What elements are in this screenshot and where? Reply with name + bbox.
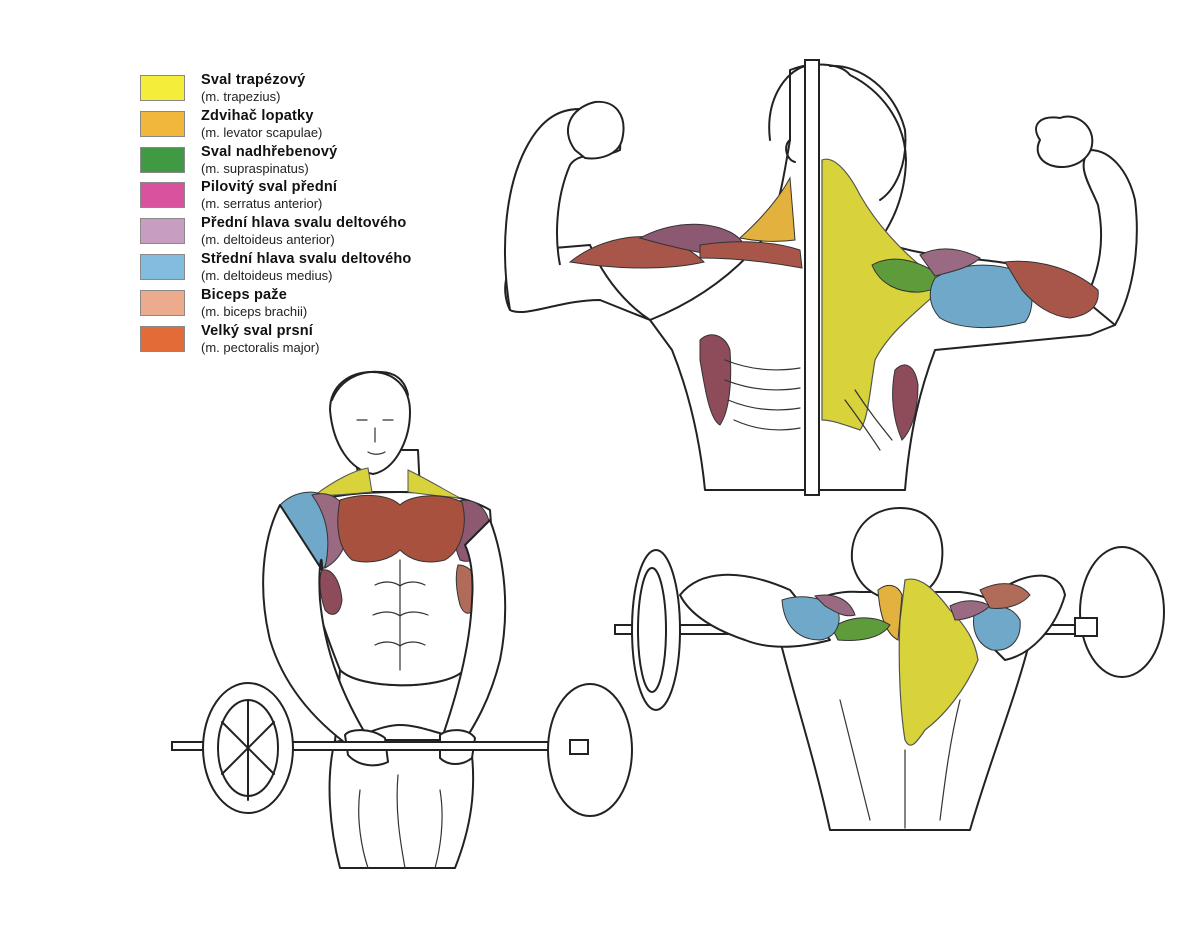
legend-latin: (m. supraspinatus)	[201, 160, 309, 176]
rear-plate-left-inner	[637, 567, 667, 693]
deltoid-rear-left-post	[813, 594, 856, 617]
legend-label: Zdvihač lopatky	[201, 107, 314, 124]
legend-swatch	[140, 218, 185, 245]
front-plate-left-spokes	[221, 699, 275, 801]
legend-item-trapezius: Sval trapézový (m. trapezius)	[140, 72, 500, 108]
legend-swatch	[140, 253, 185, 280]
legend-swatch	[140, 325, 185, 352]
right-fist	[1035, 115, 1094, 168]
legend-label: Biceps paže	[201, 286, 288, 303]
legend-item-deltoid-medius: Střední hlava svalu deltového (m. deltoi…	[140, 251, 500, 287]
trapezius-back	[821, 158, 946, 431]
right-triceps	[1004, 260, 1099, 319]
legend-item-pectoralis-major: Velký sval prsní (m. pectoralis major)	[140, 323, 500, 359]
legend-swatch	[140, 182, 185, 209]
legend-item-serratus-anterior: Pilovitý sval přední (m. serratus anteri…	[140, 179, 500, 215]
legend-label: Přední hlava svalu deltového	[201, 215, 407, 232]
divider-bar	[804, 59, 820, 496]
legend-swatch	[140, 289, 185, 316]
front-collar-right	[569, 739, 589, 755]
deltoid-rear-left	[781, 596, 840, 641]
levator-rear	[877, 584, 903, 641]
legend-label: Střední hlava svalu deltového	[201, 250, 412, 267]
pectoralis-major	[337, 495, 465, 563]
legend-label: Sval trapézový	[201, 72, 306, 88]
deltoid-posterior-back	[919, 248, 981, 277]
left-fist	[566, 100, 625, 160]
legend-latin: (m. pectoralis major)	[201, 339, 320, 355]
right-serratus	[892, 364, 919, 441]
legend-item-deltoid-anterior: Přední hlava svalu deltového (m. deltoid…	[140, 215, 500, 251]
muscle-legend: Sval trapézový (m. trapezius) Zdvihač lo…	[140, 72, 500, 358]
legend-label: Pilovitý sval přední	[201, 179, 338, 196]
legend-label: Sval nadhřebenový	[201, 143, 338, 160]
legend-latin: (m. deltoideus medius)	[201, 267, 333, 283]
legend-latin: (m. deltoideus anterior)	[201, 232, 335, 248]
leg-lines	[358, 774, 443, 869]
front-plate-right	[547, 683, 633, 817]
legend-swatch	[140, 75, 185, 101]
left-serratus	[699, 334, 732, 426]
legend-latin: (m. serratus anterior)	[201, 196, 323, 212]
rear-back-lines	[839, 699, 961, 829]
legend-item-levator-scapulae: Zdvihač lopatky (m. levator scapulae)	[140, 108, 500, 144]
legend-item-supraspinatus: Sval nadhřebenový (m. supraspinatus)	[140, 144, 500, 180]
legend-swatch	[140, 110, 185, 137]
hairline	[331, 370, 409, 401]
deltoid-medius-back	[929, 264, 1033, 329]
left-infraspinatus	[699, 241, 803, 269]
face-features	[356, 419, 394, 455]
rear-view-figure	[614, 507, 1165, 831]
legend-latin: (m. biceps brachii)	[201, 303, 308, 319]
legend-swatch	[140, 146, 185, 173]
rear-collar-right	[1074, 617, 1098, 637]
legend-item-biceps: Biceps paže (m. biceps brachii)	[140, 287, 500, 323]
rear-plate-right	[1079, 546, 1165, 678]
rear-plate-left	[631, 549, 681, 711]
legs	[328, 739, 475, 869]
rear-right-arm-muscle	[979, 583, 1031, 609]
trapezius-rear	[898, 578, 979, 746]
legend-latin: (m. trapezius)	[201, 89, 281, 104]
back-ribs	[724, 359, 893, 451]
head-outline	[768, 64, 907, 201]
abdominals	[372, 559, 429, 671]
left-levator	[738, 176, 796, 242]
ear	[785, 139, 796, 163]
back-view-figure	[504, 59, 1138, 496]
front-view-figure	[171, 370, 633, 869]
legend-label: Velký sval prsní	[201, 322, 314, 339]
legend-latin: (m. levator scapulae)	[201, 124, 323, 140]
supraspinatus-rear	[831, 617, 891, 641]
